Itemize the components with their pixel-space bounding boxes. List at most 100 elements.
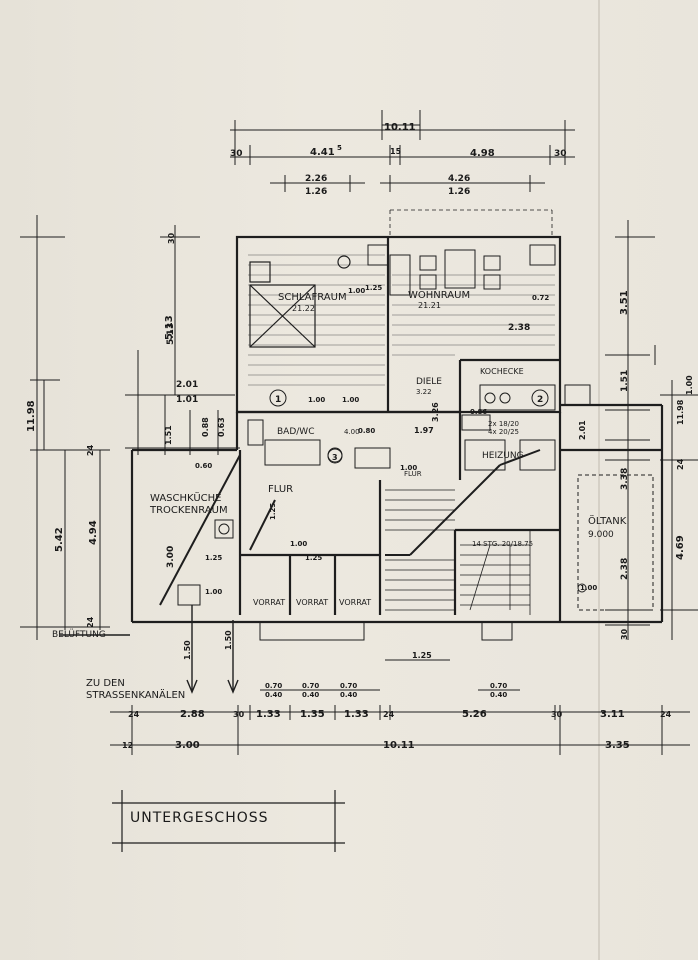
- dim-inner-k10: 1.00: [580, 584, 597, 592]
- dim-right-i: 30: [620, 628, 629, 640]
- dim-right-a: 3.51: [619, 290, 630, 315]
- dim-bottom1-j: 3.11: [600, 709, 625, 720]
- living-furniture: [367, 244, 556, 296]
- dim-left-total: 11.98: [26, 400, 37, 432]
- drain-arrows: [60, 605, 239, 694]
- dim-inner-k16: 1.00: [400, 464, 417, 472]
- label-wohnraum-area: 21.21: [418, 301, 441, 310]
- dim-top-left-edge: 30: [230, 149, 243, 159]
- dim-left-w201a: 2.01: [176, 380, 198, 390]
- dim-inner-k7: 0.60: [195, 462, 212, 470]
- bottom-dimension-lines: [110, 659, 690, 755]
- dashed-projection: [389, 209, 553, 237]
- staircase: [385, 489, 531, 615]
- label-belueftung: BELÜFTUNG: [52, 629, 106, 640]
- dim-left-300: 3.00: [166, 546, 176, 568]
- label-strassen-1: ZU DEN: [86, 678, 125, 689]
- label-schlafraum-area: 21.22: [292, 304, 315, 313]
- dim-bottom1-d: 1.33: [256, 709, 281, 720]
- dim-window-a2: 0.40: [265, 691, 282, 699]
- dim-window-125: 1.25: [412, 651, 432, 660]
- left-dimension-lines: [20, 215, 240, 640]
- dim-inner-k5: 1.25: [365, 284, 382, 292]
- circle-num-2: 2: [537, 395, 543, 405]
- dim-inner-k11: 1.25: [305, 554, 322, 562]
- dim-inner-k8: 1.00: [205, 588, 222, 596]
- dim-bottom1-b: 2.88: [180, 709, 205, 720]
- dim-inner-k18: 1.00: [290, 540, 307, 548]
- plan-labels: 10.11 30 4.41 5 15 4.98 30 2.26 1.26 4.2…: [26, 122, 694, 751]
- label-vorrat-3: VORRAT: [339, 598, 371, 607]
- right-dimension-lines: [605, 220, 698, 640]
- label-flur: FLUR: [268, 484, 293, 495]
- dim-window-b2: 0.40: [302, 691, 319, 699]
- circle-num-3: 3: [332, 453, 338, 462]
- dim-bottom1-e: 1.35: [300, 709, 325, 720]
- dim-top-w2b: 1.26: [448, 187, 470, 197]
- dim-bottom2-d: 3.35: [605, 740, 630, 751]
- dim-window-c: 0.70: [340, 682, 357, 690]
- dim-inner-k2: 3.26: [431, 402, 440, 422]
- dim-bottom1-c: 30: [233, 710, 245, 719]
- paper-fold-line: [598, 0, 600, 960]
- dim-left-small3: 0.63: [217, 417, 226, 437]
- label-oeltank: ÖLTANK: [588, 514, 627, 527]
- circle-num-1: 1: [275, 395, 281, 405]
- dim-top-total: 10.11: [384, 122, 416, 133]
- label-kochecke: KOCHECKE: [480, 367, 524, 376]
- dim-top-seg2: 4.98: [470, 148, 495, 159]
- dim-top-right-edge: 30: [554, 149, 567, 159]
- dim-left-24b: 24: [86, 616, 95, 628]
- dim-bottom1-h: 5.26: [462, 709, 487, 720]
- label-vorrat-1: VORRAT: [253, 598, 285, 607]
- dim-left-w201b: 1.01: [176, 395, 198, 405]
- dim-inner-k14: 1.25: [205, 554, 222, 562]
- dim-left-30: 30: [167, 232, 176, 244]
- kitchen-heating-fixtures: [461, 384, 556, 471]
- label-badwc: BAD/WC: [277, 427, 314, 437]
- dim-window-b: 0.70: [302, 682, 319, 690]
- dim-inner-k17: 1.00: [348, 287, 365, 295]
- dim-top-mid: 15: [390, 147, 402, 156]
- dim-bottom1-f: 1.33: [344, 709, 369, 720]
- dim-inner-k6: 1.00: [308, 396, 325, 404]
- dim-window-d2: 0.40: [490, 691, 507, 699]
- dim-left-150a: 1.50: [183, 640, 192, 660]
- dim-inner-k9: 1.25: [269, 503, 277, 520]
- dim-right-c: 2.01: [578, 420, 587, 440]
- dim-top-w1a: 2.26: [305, 174, 327, 184]
- dim-left-24a: 24: [86, 444, 95, 456]
- room-number-circles: [269, 389, 549, 464]
- label-diele-area: 3.22: [416, 388, 432, 396]
- laundry-fixtures: [177, 519, 234, 606]
- dim-right-f: 4.69: [675, 535, 686, 560]
- dim-top-w2a: 4.26: [448, 174, 470, 184]
- dim-window-c2: 0.40: [340, 691, 357, 699]
- dim-top-seg1: 4.41: [310, 147, 335, 158]
- label-strassen-2: STRASSENKANÄLEN: [86, 688, 185, 701]
- top-dimension-lines: [230, 110, 575, 192]
- dim-left-upper: 5.13: [164, 315, 175, 340]
- label-vorrat-2: VORRAT: [296, 598, 328, 607]
- label-flur2: FLUR: [404, 470, 422, 478]
- floor-hatching: [248, 254, 555, 386]
- dim-left-150b: 1.50: [224, 630, 233, 650]
- dim-left-lower2: 4.94: [88, 520, 99, 545]
- dim-inner-k13: 0.80: [358, 427, 375, 435]
- dim-top-w1b: 1.26: [305, 187, 327, 197]
- dim-bottom2-b: 3.00: [175, 740, 200, 751]
- label-schlafraum: SCHLAFRAUM: [278, 292, 347, 303]
- label-trockenraum: TROCKENRAUM: [149, 505, 228, 516]
- label-heizung: HEIZUNG: [482, 451, 524, 461]
- label-stairs-2: 2x 18/20: [488, 420, 519, 428]
- dim-right-g: 11.98: [676, 399, 685, 425]
- dim-inner-k12: 0.86: [470, 408, 487, 416]
- dim-window-a: 0.70: [265, 682, 282, 690]
- label-stairs-3: 4x 20/25: [488, 428, 519, 436]
- dim-top-seg1-sup: 5: [337, 144, 342, 152]
- dim-bottom1-i: 30: [551, 710, 563, 719]
- dim-left-small2: 0.88: [201, 417, 210, 437]
- dim-inner-k4: 0.72: [532, 294, 549, 302]
